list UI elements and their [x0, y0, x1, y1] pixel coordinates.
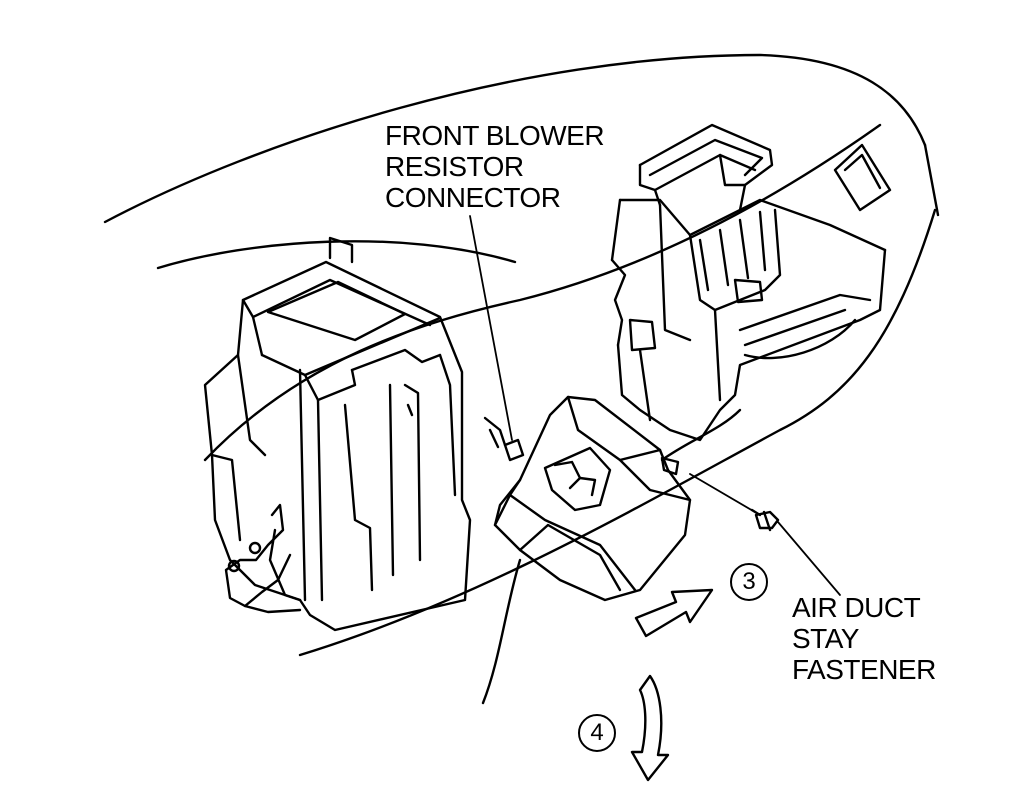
air-duct	[495, 397, 690, 600]
air-duct-stay-fastener-label: AIR DUCT STAY FASTENER	[792, 592, 936, 685]
blower-unit	[612, 125, 890, 460]
fastener-leader-line-2	[778, 522, 840, 595]
step-4-marker: 4	[578, 714, 616, 752]
resistor-connector	[485, 418, 523, 460]
connector-leader-line	[470, 216, 512, 440]
label-line: CONNECTOR	[385, 182, 561, 213]
step-3-marker: 3	[730, 563, 768, 601]
label-line: STAY	[792, 623, 859, 654]
label-line: FASTENER	[792, 654, 936, 685]
heater-unit	[205, 238, 470, 630]
leader-lines	[470, 216, 840, 595]
removal-arrow-4	[632, 676, 668, 780]
blower-resistor-connector-label: FRONT BLOWER RESISTOR CONNECTOR	[385, 120, 605, 213]
label-line: AIR DUCT	[792, 592, 921, 623]
label-line: RESISTOR	[385, 151, 524, 182]
dashboard-outline	[105, 55, 938, 703]
label-line: FRONT BLOWER	[385, 120, 605, 151]
fastener-leader-line	[690, 474, 760, 515]
removal-arrow-3	[636, 590, 712, 636]
